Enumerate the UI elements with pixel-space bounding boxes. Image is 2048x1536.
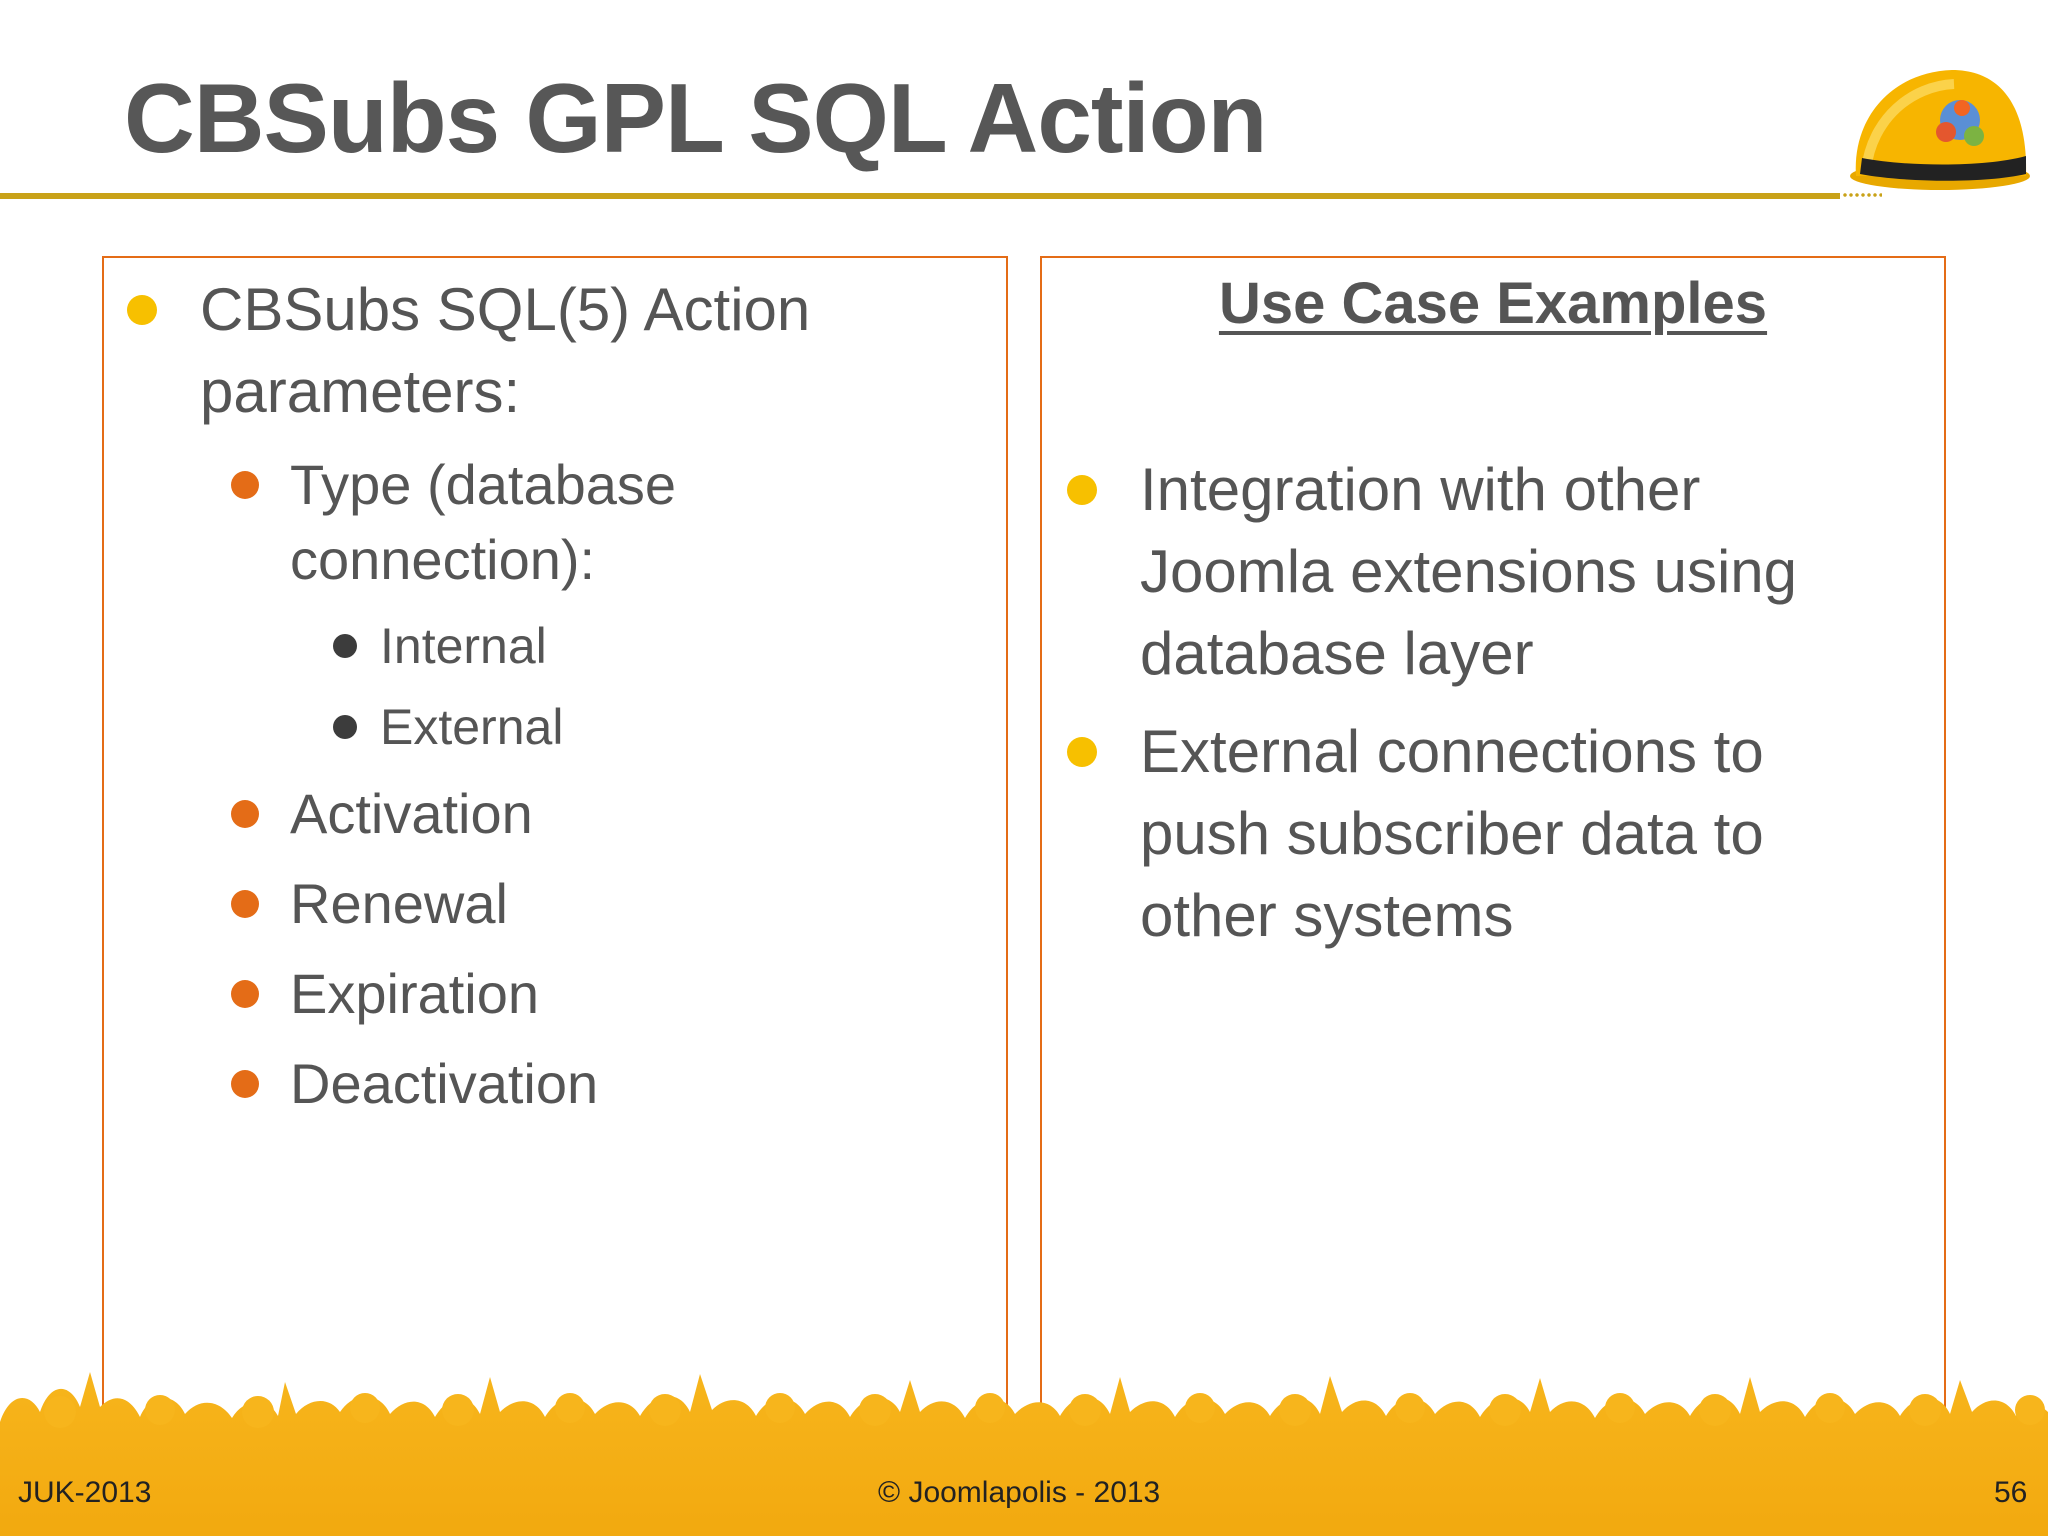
bullet-icon	[231, 471, 259, 499]
bullet-icon	[231, 890, 259, 918]
event-expiration: Expiration	[290, 962, 540, 1025]
event-renewal: Renewal	[290, 872, 508, 935]
slide-title: CBSubs GPL SQL Action	[124, 63, 1267, 173]
use-case-panel	[1040, 256, 1946, 1422]
event-activation: Activation	[290, 782, 533, 845]
bullet-icon	[333, 715, 357, 739]
use-case-1-line3: database layer	[1140, 620, 1534, 687]
title-underline-dots	[1842, 193, 1882, 197]
use-case-2-line1: External connections to	[1140, 718, 1764, 785]
footer-event-label: JUK-2013	[18, 1476, 152, 1509]
title-underline	[0, 193, 1840, 199]
bullet-icon	[231, 1070, 259, 1098]
bullet-icon	[127, 295, 157, 325]
type-item-line2: connection):	[290, 528, 596, 591]
event-deactivation: Deactivation	[290, 1052, 599, 1115]
bullet-icon	[231, 800, 259, 828]
parameters-panel	[102, 256, 1008, 1422]
use-case-2-line2: push subscriber data to	[1140, 800, 1764, 867]
hard-hat-icon	[1850, 70, 2030, 190]
bullet-icon	[1067, 737, 1097, 767]
bullet-icon	[333, 634, 357, 658]
type-option-external: External	[380, 699, 564, 755]
crowd-silhouette	[0, 1372, 2048, 1536]
page-number: 56	[1994, 1476, 2028, 1509]
use-case-heading: Use Case Examples	[1218, 271, 1768, 336]
type-item-line1: Type (database	[290, 453, 677, 516]
param-heading-line2: parameters:	[200, 358, 521, 425]
param-heading-line1: CBSubs SQL(5) Action	[200, 276, 811, 343]
use-case-1-line1: Integration with other	[1140, 456, 1701, 523]
footer-copyright: © Joomlapolis - 2013	[878, 1476, 1161, 1509]
bullet-icon	[231, 980, 259, 1008]
use-case-2-line3: other systems	[1140, 882, 1514, 949]
type-option-internal: Internal	[380, 618, 547, 674]
use-case-1-line2: Joomla extensions using	[1140, 538, 1798, 605]
bullet-icon	[1067, 475, 1097, 505]
